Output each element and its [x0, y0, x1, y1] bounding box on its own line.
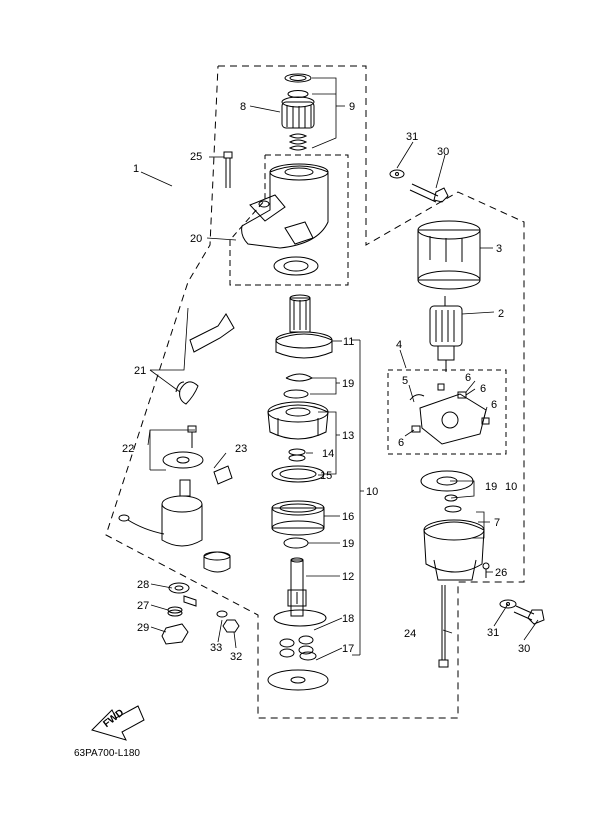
callout-22: 22	[122, 443, 134, 455]
callout-33: 33	[210, 642, 222, 654]
through-bolt-part	[438, 585, 449, 668]
diagram-code: 63PA700-L180	[74, 748, 140, 759]
callout-17: 17	[342, 643, 354, 655]
callout-14: 14	[322, 448, 334, 460]
callout-9: 9	[349, 101, 355, 113]
drive-shaft-part	[275, 294, 333, 359]
callout-6-a: 6	[465, 372, 471, 384]
callout-6-d: 6	[398, 437, 404, 449]
callout-18: 18	[342, 613, 354, 625]
bolt-25-part	[223, 151, 233, 188]
callout-19-c: 19	[485, 481, 497, 493]
plunger-23-part	[203, 465, 233, 573]
pinion-gear-part	[281, 73, 315, 151]
callout-labels: 1 2 3 4 5 6 6 6 6 7 8 9 10 10 11 12 13 1…	[74, 101, 530, 759]
yoke-part	[417, 220, 481, 290]
plate-17-part	[267, 669, 329, 691]
terminal-hardware-part	[161, 582, 240, 645]
callout-11: 11	[343, 336, 354, 348]
callout-8: 8	[240, 101, 246, 113]
callout-6-c: 6	[491, 399, 497, 411]
forward-arrow-icon	[91, 705, 145, 741]
callout-10-b: 10	[505, 481, 517, 493]
callout-29: 29	[137, 622, 149, 634]
bushing-14-part	[271, 448, 325, 483]
washer-19-part	[283, 537, 309, 549]
callout-16: 16	[342, 511, 354, 523]
callout-25: 25	[190, 151, 202, 163]
leader-lines	[140, 77, 539, 661]
upper-housing-part	[241, 163, 329, 249]
callout-7: 7	[494, 517, 500, 529]
callout-3: 3	[496, 243, 502, 255]
callout-21: 21	[134, 365, 146, 377]
pinion-shaft-part	[273, 557, 327, 627]
callout-10-a: 10	[366, 486, 378, 498]
callout-20: 20	[190, 233, 202, 245]
housing-group-boundary	[229, 154, 349, 286]
callout-13: 13	[342, 430, 354, 442]
callout-19-a: 19	[342, 378, 354, 390]
callout-30-lower: 30	[518, 643, 530, 655]
brush-holder-part	[409, 383, 490, 445]
callout-27: 27	[137, 600, 149, 612]
armature-part	[429, 296, 463, 372]
brush-holder-group-boundary	[387, 369, 507, 455]
oil-seal-part	[273, 256, 319, 276]
bolt-30-upper-part	[389, 169, 449, 203]
callout-28: 28	[137, 579, 149, 591]
callout-32: 32	[230, 651, 242, 663]
callout-26: 26	[495, 567, 507, 579]
callout-6-b: 6	[480, 383, 486, 395]
callout-31-lower: 31	[487, 627, 499, 639]
screw-26-part	[482, 562, 490, 578]
bolt-30-lower-part	[499, 599, 545, 625]
callout-1: 1	[133, 163, 139, 175]
callout-15: 15	[320, 470, 332, 482]
callout-4: 4	[396, 339, 402, 351]
callout-5: 5	[402, 375, 408, 387]
callout-24: 24	[404, 628, 416, 640]
solenoid-22-part	[118, 425, 204, 547]
lever-21-part	[175, 313, 235, 405]
gear-holder-13-part	[267, 401, 329, 440]
callout-23: 23	[235, 443, 247, 455]
rear-cover-part	[423, 505, 485, 581]
callout-31-upper: 31	[406, 131, 418, 143]
callout-2: 2	[498, 308, 504, 320]
planetary-gears-18-part	[279, 635, 317, 661]
callout-19-b: 19	[342, 538, 354, 550]
callout-30-upper: 30	[437, 146, 449, 158]
assembly-boundary-1	[105, 65, 525, 719]
clip-19-part	[283, 373, 313, 399]
callout-12: 12	[342, 571, 354, 583]
internal-gear-16-part	[271, 500, 325, 536]
